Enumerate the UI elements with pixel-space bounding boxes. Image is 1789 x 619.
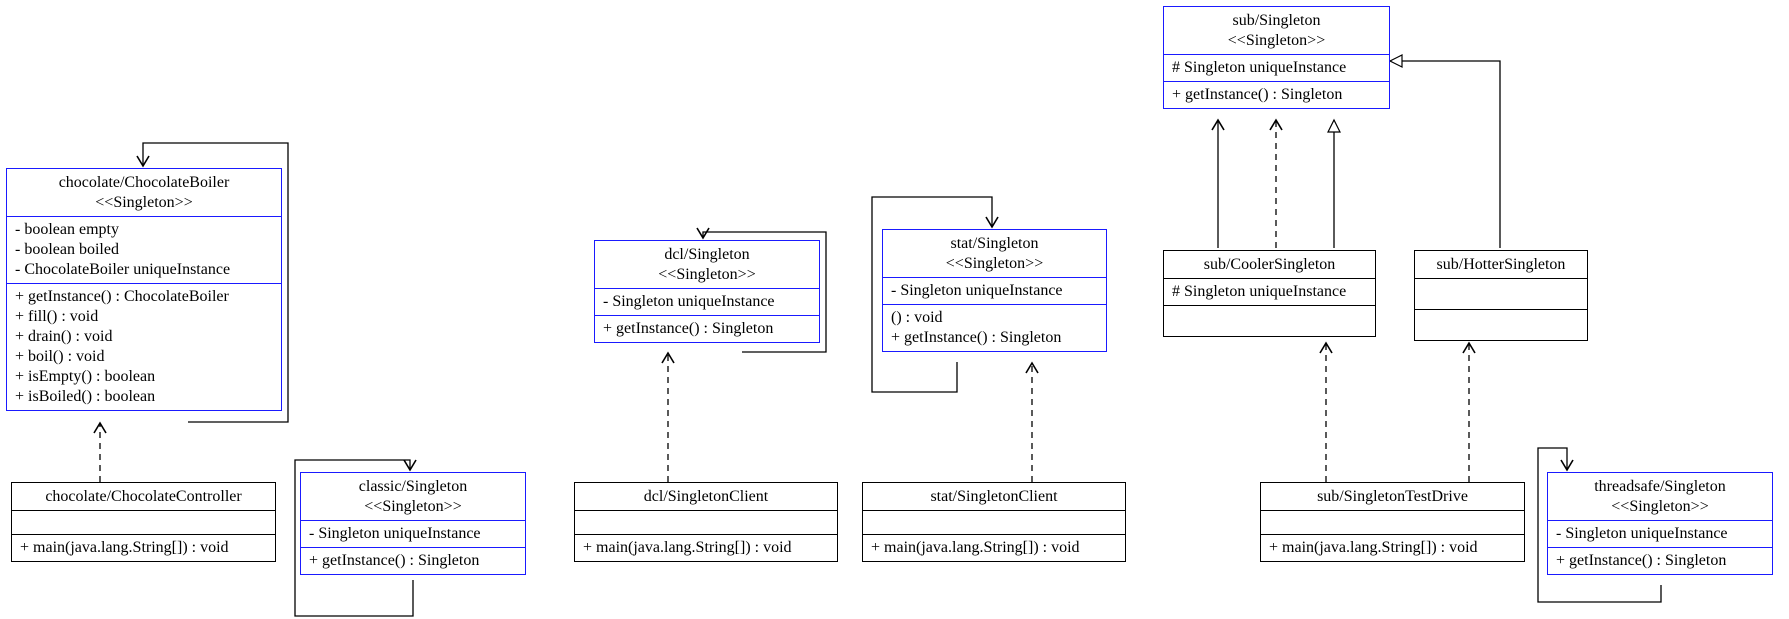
- fields-section: [1261, 510, 1524, 534]
- class-stereotype: <<Singleton>>: [658, 266, 756, 283]
- class-name: threadsafe/Singleton: [1594, 478, 1726, 495]
- method: + drain() : void: [15, 328, 113, 345]
- fields-section: # Singleton uniqueInstance: [1164, 278, 1375, 305]
- methods-section: + getInstance() : Singleton: [1548, 547, 1772, 574]
- class-sub-cooler-singleton[interactable]: sub/CoolerSingleton # Singleton uniqueIn…: [1163, 250, 1376, 337]
- class-name: sub/HotterSingleton: [1436, 256, 1566, 273]
- class-dcl-singleton-client[interactable]: dcl/SingletonClient + main(java.lang.Str…: [574, 482, 838, 562]
- method: + main(java.lang.String[]) : void: [583, 539, 792, 556]
- class-header: sub/HotterSingleton: [1415, 251, 1587, 278]
- class-header: chocolate/ChocolateBoiler <<Singleton>>: [7, 169, 281, 216]
- class-header: sub/Singleton <<Singleton>>: [1164, 7, 1389, 54]
- methods-section: + getInstance() : Singleton: [301, 547, 525, 574]
- class-threadsafe-singleton[interactable]: threadsafe/Singleton <<Singleton>> - Sin…: [1547, 472, 1773, 575]
- method: + isEmpty() : boolean: [15, 368, 156, 385]
- method: + getInstance() : Singleton: [1172, 86, 1343, 103]
- class-name: chocolate/ChocolateController: [45, 488, 242, 505]
- class-stereotype: <<Singleton>>: [945, 255, 1044, 272]
- field: - boolean boiled: [15, 241, 119, 258]
- class-stereotype: <<Singleton>>: [364, 498, 462, 515]
- field: - boolean empty: [15, 221, 119, 238]
- class-chocolate-boiler[interactable]: chocolate/ChocolateBoiler <<Singleton>> …: [6, 168, 282, 411]
- class-header: chocolate/ChocolateController: [12, 483, 275, 510]
- fields-section: [12, 510, 275, 534]
- method: + isBoiled() : boolean: [15, 388, 156, 405]
- class-sub-singleton-test-drive[interactable]: sub/SingletonTestDrive + main(java.lang.…: [1260, 482, 1525, 562]
- method: + fill() : void: [15, 308, 99, 325]
- fields-section: - Singleton uniqueInstance: [595, 288, 819, 315]
- class-header: classic/Singleton <<Singleton>>: [301, 473, 525, 520]
- class-name: dcl/SingletonClient: [643, 488, 769, 505]
- methods-section: + main(java.lang.String[]) : void: [575, 534, 837, 561]
- chocolate-boiler-self-association: [136, 142, 289, 423]
- class-name: stat/Singleton: [950, 235, 1039, 252]
- class-stereotype: <<Singleton>>: [1611, 498, 1709, 515]
- fields-section: - Singleton uniqueInstance: [883, 277, 1106, 304]
- fields-section: - Singleton uniqueInstance: [301, 520, 525, 547]
- class-stereotype: <<Singleton>>: [95, 194, 193, 211]
- threadsafe-singleton-self-association: [1537, 447, 1662, 603]
- dcl-singleton-self-association: [696, 227, 827, 353]
- class-name: sub/CoolerSingleton: [1203, 256, 1336, 273]
- class-name: chocolate/ChocolateBoiler: [58, 174, 230, 191]
- method: + getInstance() : Singleton: [309, 552, 480, 569]
- field: # Singleton uniqueInstance: [1172, 59, 1347, 76]
- class-sub-hotter-singleton[interactable]: sub/HotterSingleton: [1414, 250, 1588, 341]
- methods-section: + getInstance() : ChocolateBoiler + fill…: [7, 283, 281, 410]
- method: + getInstance() : Singleton: [603, 320, 774, 337]
- field: # Singleton uniqueInstance: [1172, 283, 1347, 300]
- field: - Singleton uniqueInstance: [1556, 525, 1728, 542]
- class-sub-singleton[interactable]: sub/Singleton <<Singleton>> # Singleton …: [1163, 6, 1390, 109]
- class-header: stat/Singleton <<Singleton>>: [883, 230, 1106, 277]
- method: + boil() : void: [15, 348, 105, 365]
- class-dcl-singleton[interactable]: dcl/Singleton <<Singleton>> - Singleton …: [594, 240, 820, 343]
- class-header: dcl/Singleton <<Singleton>>: [595, 241, 819, 288]
- class-name: sub/SingletonTestDrive: [1317, 488, 1468, 505]
- class-name: stat/SingletonClient: [930, 488, 1058, 505]
- method: + main(java.lang.String[]) : void: [871, 539, 1080, 556]
- methods-section: () : void + getInstance() : Singleton: [883, 304, 1106, 351]
- class-header: sub/CoolerSingleton: [1164, 251, 1375, 278]
- method: + getInstance() : ChocolateBoiler: [15, 288, 229, 305]
- methods-section: + getInstance() : Singleton: [1164, 81, 1389, 108]
- class-header: dcl/SingletonClient: [575, 483, 837, 510]
- fields-section: - boolean empty - boolean boiled - Choco…: [7, 216, 281, 283]
- methods-section: + main(java.lang.String[]) : void: [863, 534, 1125, 561]
- class-stat-singleton[interactable]: stat/Singleton <<Singleton>> - Singleton…: [882, 229, 1107, 352]
- class-stereotype: <<Singleton>>: [1227, 32, 1326, 49]
- class-classic-singleton[interactable]: classic/Singleton <<Singleton>> - Single…: [300, 472, 526, 575]
- hotter-sub-singleton-generalization: [1388, 54, 1501, 248]
- method: + getInstance() : Singleton: [1556, 552, 1727, 569]
- class-stat-singleton-client[interactable]: stat/SingletonClient + main(java.lang.St…: [862, 482, 1126, 562]
- fields-section: [863, 510, 1125, 534]
- methods-section: + main(java.lang.String[]) : void: [1261, 534, 1524, 561]
- field: - Singleton uniqueInstance: [603, 293, 775, 310]
- class-name: classic/Singleton: [358, 478, 468, 495]
- fields-section: [1415, 278, 1587, 309]
- methods-section: [1415, 309, 1587, 340]
- fields-section: # Singleton uniqueInstance: [1164, 54, 1389, 81]
- field: - Singleton uniqueInstance: [891, 282, 1063, 299]
- method: () : void: [891, 309, 943, 326]
- method: + main(java.lang.String[]) : void: [1269, 539, 1478, 556]
- methods-section: + main(java.lang.String[]) : void: [12, 534, 275, 561]
- method: + main(java.lang.String[]) : void: [20, 539, 229, 556]
- class-name: dcl/Singleton: [664, 246, 750, 263]
- class-name: sub/Singleton: [1232, 12, 1321, 29]
- fields-section: [575, 510, 837, 534]
- classic-singleton-self-association: [294, 459, 417, 617]
- class-header: stat/SingletonClient: [863, 483, 1125, 510]
- class-chocolate-controller[interactable]: chocolate/ChocolateController + main(jav…: [11, 482, 276, 562]
- class-header: sub/SingletonTestDrive: [1261, 483, 1524, 510]
- class-header: threadsafe/Singleton <<Singleton>>: [1548, 473, 1772, 520]
- methods-section: + getInstance() : Singleton: [595, 315, 819, 342]
- field: - Singleton uniqueInstance: [309, 525, 481, 542]
- method: + getInstance() : Singleton: [891, 329, 1062, 346]
- methods-section: [1164, 305, 1375, 336]
- field: - ChocolateBoiler uniqueInstance: [15, 261, 231, 278]
- fields-section: - Singleton uniqueInstance: [1548, 520, 1772, 547]
- stat-singleton-self-association: [871, 196, 999, 393]
